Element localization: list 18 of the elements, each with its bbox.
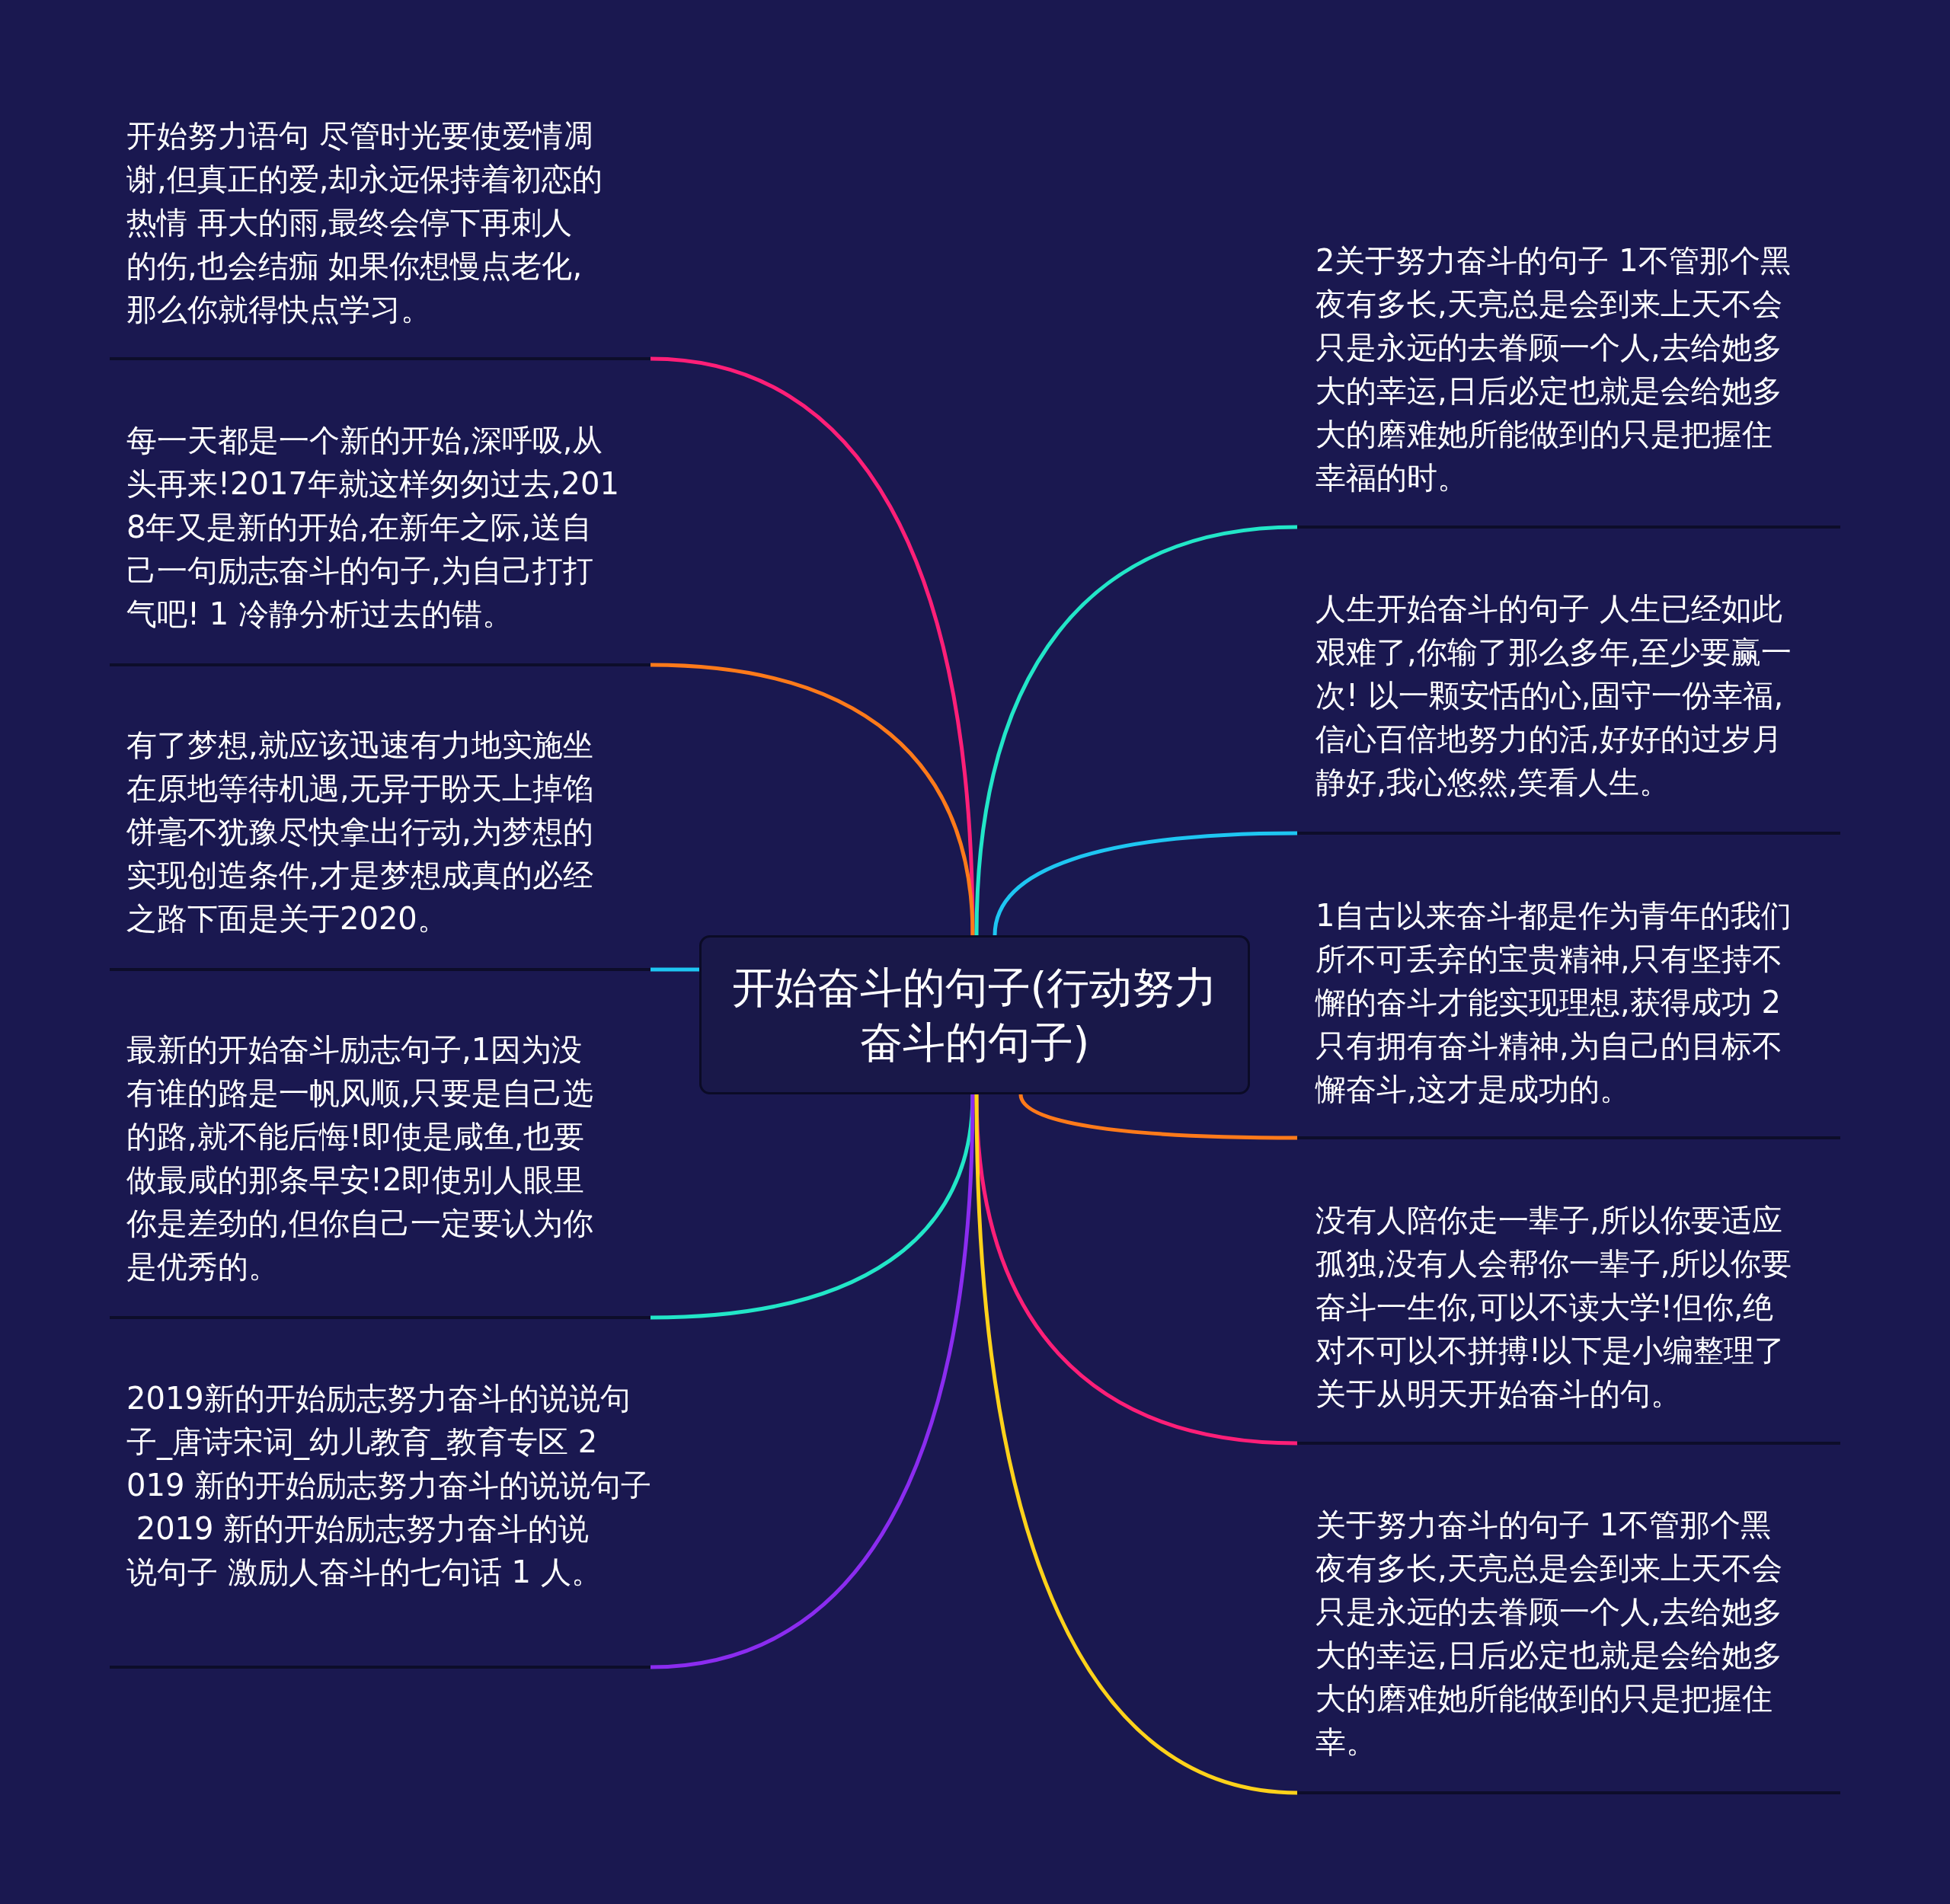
connector-line <box>650 1094 975 1669</box>
underlined-text-block: 没有人陪你走一辈子,所以你要适应孤独,没有人会帮你一辈子,所以你要奋斗一生你,可以不读大学!但你,绝对不可以不拼搏!以下是小编整理了关于从明天开始奋斗的句。 <box>1297 1199 1840 1445</box>
connector-line <box>1018 1094 1297 1140</box>
underlined-text-block: 关于努力奋斗的句子 1不管那个黑夜有多长,天亮总是会到来上天不会只是永远的去眷顾一个人,去给她多大的幸运,日后必定也就是会给她多大的磨难她所能做到的只是把握住幸。 <box>1297 1503 1840 1794</box>
underlined-text-block: 人生开始奋斗的句子 人生已经如此艰难了,你输了那么多年,至少要赢一次! 以一颗安恬的心,固守一份幸福,信心百倍地努力的活,好好的过岁月静好,我心悠然,笑看人生。 <box>1297 587 1840 835</box>
underlined-text-block: 每一天都是一个新的开始,深呼吸,从头再来!2017年就这样匆匆过去,2018年又是新的开始,在新年之际,送自己一句励志奋斗的句子,为自己打打气吧! 1 冷静分析过去的错。 <box>110 419 651 666</box>
connector-line <box>993 831 1298 936</box>
connector-line <box>651 967 699 972</box>
connector-line <box>974 525 1298 936</box>
underlined-text-block: 开始努力语句 尽管时光要使爱情凋谢,但真正的爱,却永远保持着初恋的热情 再大的雨,最终会停下再刺人的伤,也会结痂 如果你想慢点老化,那么你就得快点学习。 <box>110 114 651 360</box>
underlined-text-block: 1自古以来奋斗都是作为青年的我们所不可丢弃的宝贵精神,只有坚持不懈的奋斗才能实现理想,获得成功 2只有拥有奋斗精神,为自己的目标不懈奋斗,这才是成功的。 <box>1297 894 1840 1139</box>
connector-line <box>974 1094 1298 1795</box>
underlined-text-block: 2019新的开始励志努力奋斗的说说句子_唐诗宋词_幼儿教育_教育专区 2019 新的开始励志努力奋斗的说说句子 2019 新的开始励志努力奋斗的说说句子 激励人奋斗的七句话 1 人。 <box>110 1377 651 1669</box>
topic-box: 开始奋斗的句子(行动努力奋斗的句子) <box>699 935 1250 1094</box>
connector-line <box>650 663 975 936</box>
underlined-text-block: 有了梦想,就应该迅速有力地实施坐在原地等待机遇,无异于盼天上掉馅饼毫不犹豫尽快拿出行动,为梦想的实现创造条件,才是梦想成真的必经之路下面是关于2020。 <box>110 724 651 971</box>
underlined-text-block: 最新的开始奋斗励志句子,1因为没有谁的路是一帆风顺,只要是自己选的路,就不能后悔!即使是咸鱼,也要做最咸的那条早安!2即使别人眼里你是差劲的,但你自己一定要认为你是优秀的。 <box>110 1028 651 1319</box>
underlined-text-block: 2关于努力奋斗的句子 1不管那个黑夜有多长,天亮总是会到来上天不会只是永远的去眷顾一个人,去给她多大的幸运,日后必定也就是会给她多大的磨难她所能做到的只是把握住幸福的时。 <box>1297 239 1840 529</box>
